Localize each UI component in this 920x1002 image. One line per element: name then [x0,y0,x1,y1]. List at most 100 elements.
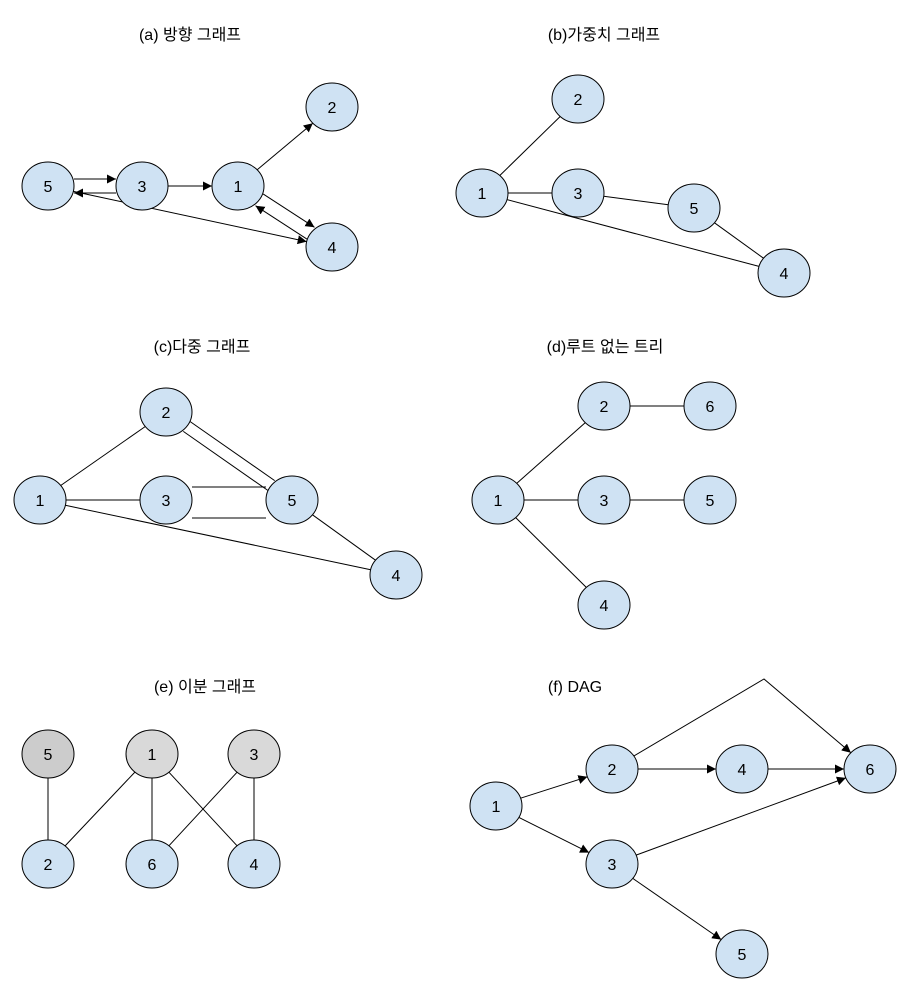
node-label: 2 [600,399,609,416]
node-circle [125,839,179,889]
edges-layer [47,116,852,941]
node-e-2: 2 [21,839,75,889]
title-dag: (f) DAG [548,679,602,696]
node-label: 4 [600,598,609,615]
node-f-4: 4 [715,744,769,794]
node-d-4: 4 [577,580,631,630]
node-circle [667,183,721,233]
node-label: 6 [866,762,875,779]
edge-e-1-2 [64,771,136,847]
node-circle [21,729,75,779]
node-circle [715,744,769,794]
node-circle [577,475,631,525]
node-circle [211,161,265,211]
node-a-2: 2 [305,82,359,132]
node-label: 3 [250,747,259,764]
edge-d-1-2 [516,422,586,484]
node-label: 6 [706,399,715,416]
edge-e-3-6 [168,771,238,847]
title-weighted-graph: (b)가중치 그래프 [548,26,660,44]
node-circle [843,744,897,794]
edge-b-1-4 [506,199,760,267]
node-e-4: 4 [227,839,281,889]
node-circle [139,475,193,525]
edge-c-1-4 [65,504,371,571]
node-d-3: 3 [577,475,631,525]
node-c-5: 5 [265,475,319,525]
edge-d-1-4 [515,517,587,588]
node-circle [139,387,193,437]
node-label: 1 [494,493,503,510]
node-label: 5 [706,493,715,510]
node-label: 3 [162,493,171,510]
node-f-1: 1 [469,781,523,831]
node-label: 5 [288,493,297,510]
node-c-2: 2 [139,387,193,437]
edge-b-1-2 [499,116,561,176]
node-label: 4 [250,857,259,874]
node-label: 4 [738,762,747,779]
node-label: 1 [36,493,45,510]
edge-b-3-5 [603,195,669,206]
edge-a-5-4 [73,190,307,245]
node-circle [115,161,169,211]
title-multigraph: (c)다중 그래프 [154,338,251,356]
node-label: 2 [574,92,583,109]
node-e-5: 5 [21,729,75,779]
edge-c-1-2 [60,426,146,486]
edge-c-2-5 [189,421,275,482]
node-label: 2 [328,100,337,117]
node-label: 4 [780,266,789,283]
node-circle [577,580,631,630]
node-label: 1 [492,799,501,816]
node-circle [683,381,737,431]
edge-a-4-1 [255,205,308,240]
node-label: 3 [138,179,147,196]
edge-f-3-5 [632,877,722,941]
node-label: 5 [738,947,747,964]
node-label: 5 [44,747,53,764]
node-circle [227,839,281,889]
node-c-1: 1 [13,475,67,525]
node-label: 5 [44,179,53,196]
node-label: 2 [608,762,617,779]
edge-f-2-6 [633,678,852,757]
node-circle [227,729,281,779]
edge-a-1-4 [262,193,315,228]
node-d-2: 2 [577,381,631,431]
node-circle [305,222,359,272]
node-circle [21,839,75,889]
node-circle [305,82,359,132]
node-label: 3 [608,857,617,874]
node-b-3: 3 [551,168,605,218]
title-bipartite-graph: (e) 이분 그래프 [154,678,256,696]
edge-f-3-6 [635,776,847,856]
node-label: 1 [478,186,487,203]
node-circle [13,475,67,525]
node-circle [585,839,639,889]
node-d-5: 5 [683,475,737,525]
node-circle [683,475,737,525]
node-c-4: 4 [369,550,423,600]
node-circle [21,161,75,211]
node-circle [551,168,605,218]
node-label: 2 [44,857,53,874]
edge-f-1-2 [520,775,588,799]
node-a-1: 1 [211,161,265,211]
node-circle [585,744,639,794]
node-f-6: 6 [843,744,897,794]
node-circle [551,74,605,124]
node-circle [469,781,523,831]
node-label: 2 [162,405,171,422]
node-f-5: 5 [715,929,769,979]
node-e-3: 3 [227,729,281,779]
node-a-4: 4 [305,222,359,272]
node-f-2: 2 [585,744,639,794]
node-label: 3 [600,493,609,510]
node-f-3: 3 [585,839,639,889]
node-b-2: 2 [551,74,605,124]
node-b-4: 4 [757,248,811,298]
node-b-1: 1 [455,168,509,218]
